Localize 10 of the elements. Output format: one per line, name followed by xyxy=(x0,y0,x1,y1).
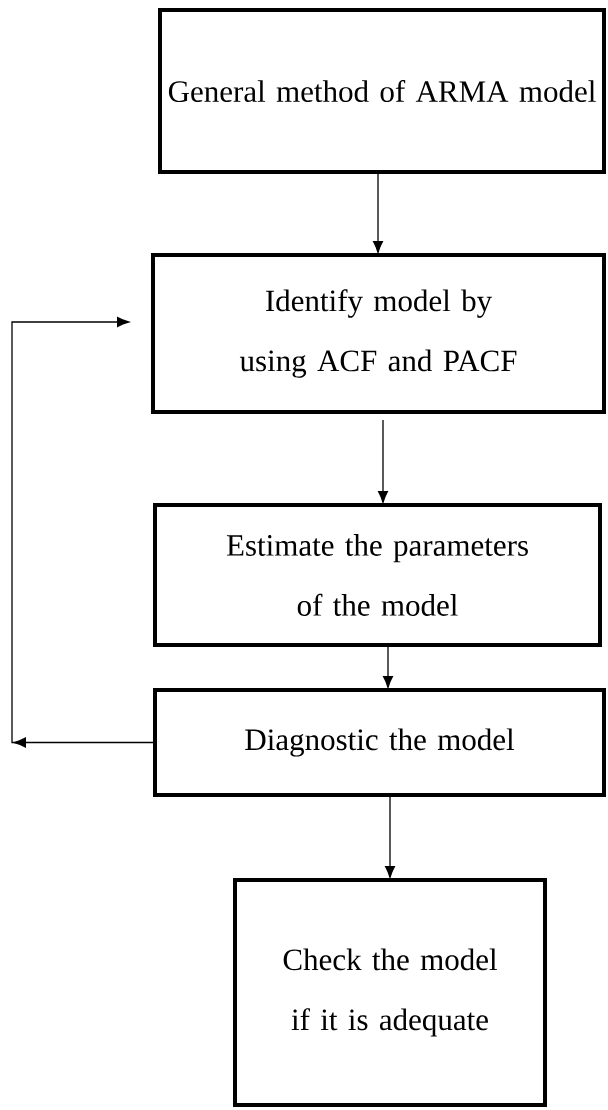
process-box: Diagnostic the model xyxy=(153,688,606,797)
arrow xyxy=(378,419,388,504)
arrow xyxy=(373,171,383,254)
arrow xyxy=(385,794,395,879)
arrow xyxy=(383,644,393,689)
feedback-arrow xyxy=(11,317,156,748)
process-box: General method of ARMA model xyxy=(158,8,606,174)
process-box: Identify model by using ACF and PACF xyxy=(151,253,606,414)
process-box: Estimate the parameters of the model xyxy=(153,503,602,647)
process-box: Check the model if it is adequate xyxy=(233,878,547,1107)
